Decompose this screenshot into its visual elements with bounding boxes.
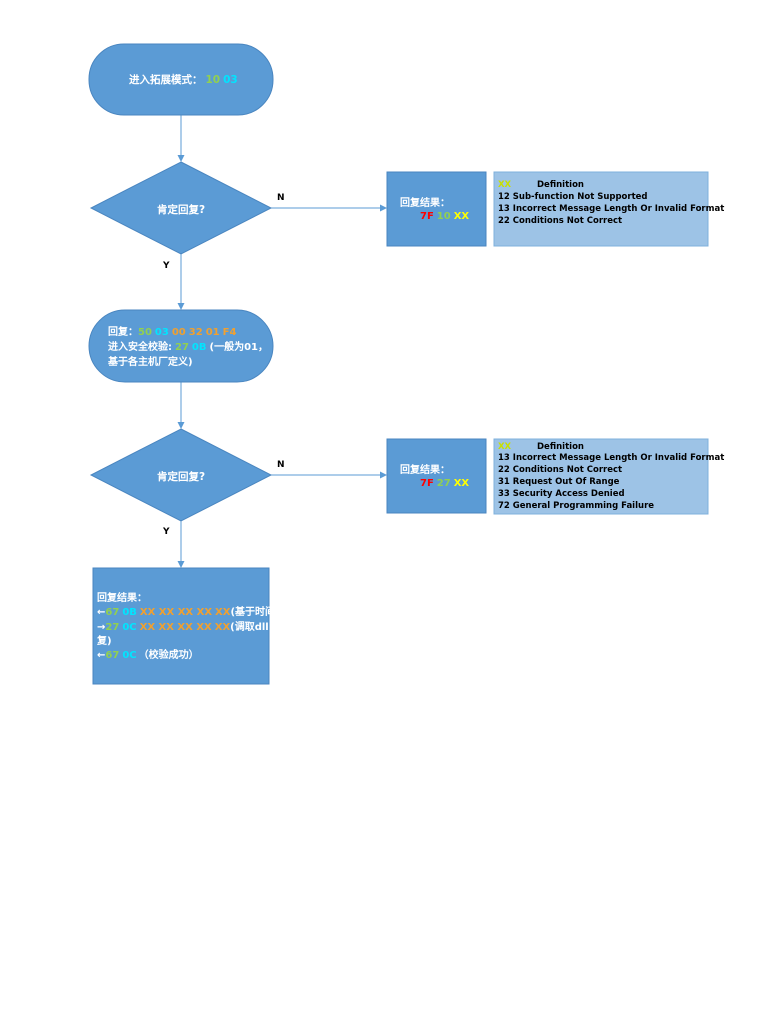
reply-code: 32	[189, 327, 203, 338]
decision2-label: 肯定回复?	[157, 470, 205, 483]
branch-label-no1: N	[277, 193, 285, 203]
branch-label-yes2: Y	[162, 527, 170, 537]
reply-code: 01	[206, 327, 220, 338]
result-line3-a: 67	[105, 650, 119, 661]
neg2-code-c: XX	[454, 478, 470, 489]
decision1-node: 肯定回复?	[89, 161, 273, 255]
reply-label: 回复：	[108, 325, 138, 338]
result-line2-arrow: →	[97, 622, 105, 633]
neg2-code-b: 27	[437, 478, 451, 489]
start-code-a: 10	[206, 74, 221, 86]
branch-label-yes1: Y	[162, 261, 170, 271]
result-line1-a: 67	[105, 607, 119, 618]
table2-row: 33 Security Access Denied	[498, 489, 625, 499]
table2-row: 31 Request Out Of Range	[498, 477, 620, 487]
result-line1-arrow: ←	[97, 607, 105, 618]
neg2-code-a: 7F	[420, 478, 434, 489]
result-line3-arrow: ←	[97, 650, 105, 661]
security-note: (一般为01，	[210, 340, 269, 353]
svg-text:XX: XX	[498, 442, 512, 452]
decision2-node: 肯定回复?	[89, 428, 273, 522]
table1-row: 13 Incorrect Message Length Or Invalid F…	[498, 204, 724, 214]
result-title: 回复结果：	[97, 591, 147, 604]
result-line1-xx: XX XX XX XX	[140, 607, 212, 618]
result-line2-note-2: 复)	[96, 634, 112, 647]
table1-row: 12 Sub-function Not Supported	[498, 192, 648, 202]
reply-code: F4	[223, 327, 237, 338]
start-label: 进入拓展模式：	[129, 73, 203, 86]
neg1-code-a: 7F	[420, 211, 434, 222]
result-line3-b: 0C	[122, 650, 136, 661]
reply-code: 50	[138, 327, 152, 338]
table1-head-label: Definition	[537, 180, 584, 190]
svg-text:XX: XX	[498, 180, 512, 190]
result-line1-b: 0B	[122, 607, 137, 618]
result-line2-note: (调取dll自动回	[230, 620, 299, 633]
decision1-label: 肯定回复?	[157, 203, 205, 216]
neg1-code-c: XX	[454, 211, 470, 222]
result-line2-xx: XX XX XX XX	[140, 622, 212, 633]
neg2-label: 回复结果：	[400, 463, 450, 476]
result-line1-xx5: XX	[215, 607, 231, 618]
table2-head-label: Definition	[537, 442, 584, 452]
result-line2-b: 0C	[122, 622, 136, 633]
result-line3-note: （校验成功）	[139, 648, 199, 661]
nrc-table-2: XX Definition 13 Incorrect Message Lengt…	[493, 438, 724, 515]
security-code-b: 0B	[192, 342, 207, 353]
reply-code: 03	[155, 327, 169, 338]
branch-label-no2: N	[277, 460, 285, 470]
neg1-label: 回复结果：	[400, 196, 450, 209]
start-code-b: 03	[223, 74, 238, 86]
table2-row: 72 General Programming Failure	[498, 501, 654, 511]
result-line2-a: 27	[105, 622, 119, 633]
result-line2-xx5: XX	[215, 622, 231, 633]
neg1-code-b: 10	[437, 211, 451, 222]
reply-code: 00	[172, 327, 186, 338]
result-line1-note: (基于时间)	[230, 605, 279, 618]
table2-row: 22 Conditions Not Correct	[498, 465, 622, 475]
security-label: 进入安全校验:	[108, 340, 172, 353]
table2-row: 13 Incorrect Message Length Or Invalid F…	[498, 453, 724, 463]
table2-head-code: XX	[498, 442, 512, 452]
security-note-2: 基于各主机厂定义)	[107, 355, 193, 368]
table1-head-code: XX	[498, 180, 512, 190]
nrc-table-1: XX Definition 12 Sub-function Not Suppor…	[493, 171, 724, 247]
security-code-a: 27	[175, 342, 189, 353]
table1-row: 22 Conditions Not Correct	[498, 216, 622, 226]
